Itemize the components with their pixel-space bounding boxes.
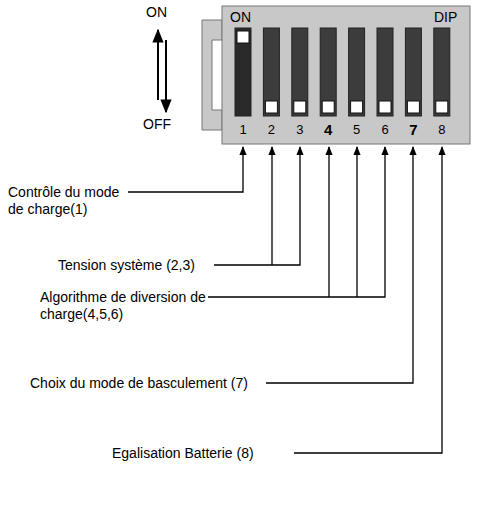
switch-number: 5 — [353, 121, 360, 138]
switch-knob — [407, 101, 419, 113]
switch-slot — [235, 28, 251, 116]
switch-number: 4 — [324, 121, 332, 138]
switch-number: 1 — [239, 121, 246, 138]
switch-knob — [265, 101, 277, 113]
switch-number: 6 — [381, 121, 388, 138]
leader-line — [208, 147, 385, 297]
leader-line — [356, 147, 357, 297]
switch-knob — [379, 101, 391, 113]
switch-knob — [351, 101, 363, 113]
off-label: OFF — [143, 116, 171, 133]
switch-slot — [405, 28, 421, 116]
leader-line — [128, 147, 243, 192]
switch-number: 2 — [268, 121, 275, 138]
switch-slot — [292, 28, 308, 116]
leader-line — [214, 147, 300, 265]
function-label: Egalisation Batterie (8) — [112, 445, 254, 462]
switch-knob — [237, 31, 249, 43]
leader-line — [271, 147, 272, 265]
dip-label: DIP — [434, 9, 457, 26]
function-label: Choix du mode de basculement (7) — [30, 375, 248, 392]
on-arrow — [157, 30, 159, 100]
function-label: Algorithme de diversion de charge(4,5,6) — [40, 289, 210, 323]
function-label: Contrôle du mode de charge(1) — [8, 184, 130, 218]
switch-slot — [377, 28, 393, 116]
switch-slot — [263, 28, 279, 116]
switch-slot — [434, 28, 450, 116]
function-label: Tension système (2,3) — [58, 257, 195, 274]
switch-slot — [349, 28, 365, 116]
switch-slot — [320, 28, 336, 116]
switch-number: 7 — [409, 121, 417, 138]
switch-knob — [322, 101, 334, 113]
switch-knob — [436, 101, 448, 113]
leader-line — [266, 147, 413, 383]
leader-line — [328, 147, 329, 297]
switch-slots — [235, 28, 450, 116]
housing-tab — [202, 20, 222, 130]
switch-knob — [294, 101, 306, 113]
on-label: ON — [146, 4, 167, 21]
off-arrow — [165, 40, 167, 112]
switch-body — [222, 6, 470, 144]
switch-number: 3 — [296, 121, 303, 138]
switch-number: 8 — [438, 121, 445, 138]
leader-line — [294, 147, 442, 453]
switch-on-label: ON — [230, 9, 251, 26]
